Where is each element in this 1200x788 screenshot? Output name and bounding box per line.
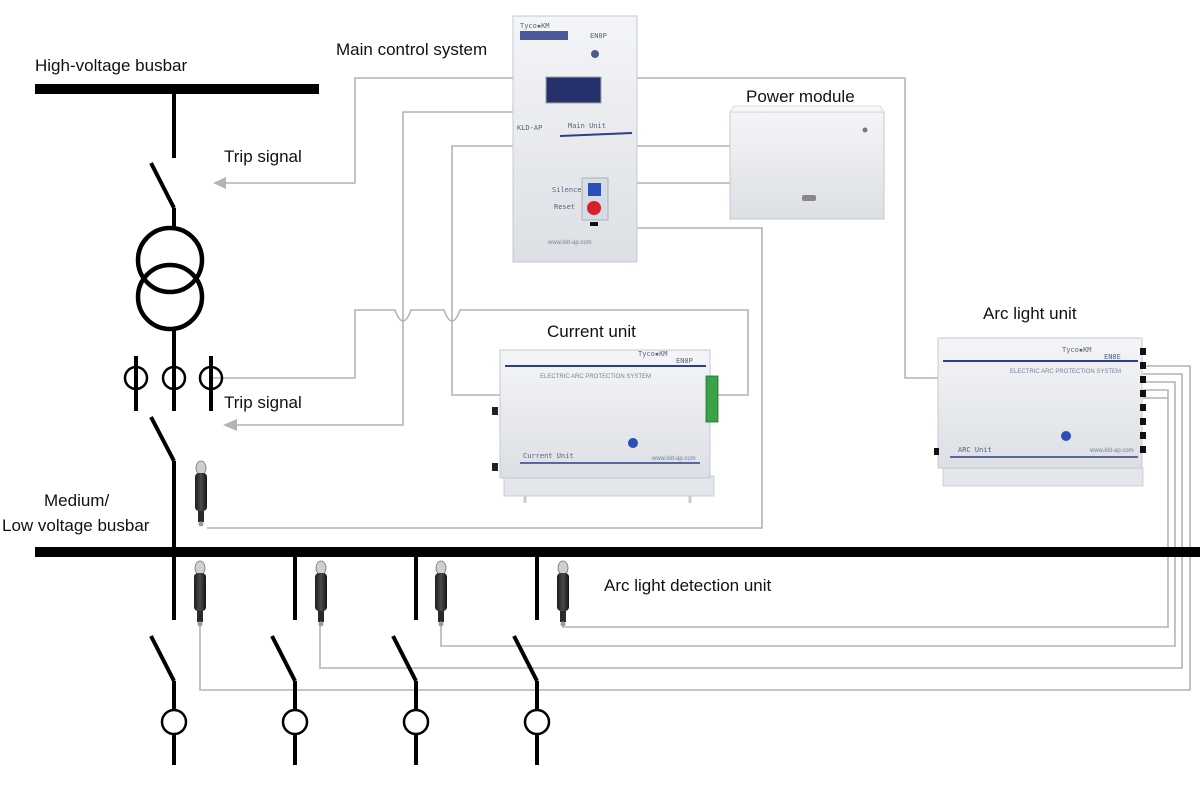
arc-unit-knob-icon[interactable] [1061, 431, 1071, 441]
main-unit-panel-title: Main Unit [568, 122, 606, 130]
label-current-unit: Current unit [547, 322, 636, 341]
main-unit-indicator-icon [591, 50, 599, 58]
label-power-module: Power module [746, 87, 855, 106]
arc-sensor-feeder-4 [556, 560, 570, 627]
arc-unit-sensor-ports [1140, 348, 1146, 453]
current-unit-terminal-block [705, 375, 719, 423]
current-unit-knob-icon[interactable] [628, 438, 638, 448]
arc-unit-brand: Tyco▪KM [1062, 346, 1092, 354]
current-transformer-a [123, 365, 149, 391]
current-unit-brand: Tyco▪KM [638, 350, 668, 358]
current-unit-model-tag: EN8P [676, 357, 693, 365]
main-unit-display [545, 76, 602, 104]
arc-bundle-wire-3 [440, 381, 1176, 647]
trip-signal-wire-upper [225, 77, 513, 184]
current-unit-name: Current Unit [523, 452, 574, 460]
label-main-control-system: Main control system [336, 40, 487, 59]
label-trip-signal-upper: Trip signal [224, 147, 302, 166]
label-medium-low-busbar-line2: Low voltage busbar [2, 516, 150, 535]
arc-sensor-feeder-2 [314, 560, 328, 627]
arc-unit-model-tag: EN8E [1104, 353, 1121, 361]
arc-unit-name: ARC Unit [958, 446, 992, 454]
main-to-current-wire [451, 145, 513, 396]
main-to-arc-wire [637, 77, 940, 379]
silence-button[interactable] [588, 183, 601, 196]
label-high-voltage-busbar: High-voltage busbar [35, 56, 187, 75]
main-control-unit: Tyco▪KM EN8P KLD-AP Main Unit Silence Re… [512, 15, 638, 263]
power-module-connector [802, 195, 816, 201]
arc-sensor-feeder-1 [193, 560, 207, 627]
transformer-primary-winding [135, 225, 205, 295]
power-module-led-icon [862, 127, 868, 133]
label-arc-light-unit: Arc light unit [983, 304, 1077, 323]
main-unit-website: www.kld-ap.com [547, 240, 592, 246]
feeder-3 [391, 557, 430, 765]
current-unit-subtitle: ELECTRIC ARC PROTECTION SYSTEM [540, 374, 651, 380]
current-transformer-b [161, 365, 187, 391]
feeder-2 [270, 557, 309, 765]
feeder-4-ct [523, 708, 551, 736]
current-unit-device: Tyco▪KM EN8P ELECTRIC ARC PROTECTION SYS… [492, 349, 719, 503]
current-unit-website: www.kld-ap.com [651, 456, 696, 462]
label-medium-low-busbar-line1: Medium/ [44, 491, 109, 510]
feeder-1-ct [160, 708, 188, 736]
trip-signal-arrow-upper [213, 177, 226, 189]
feeder-3-ct [402, 708, 430, 736]
lower-breaker-contact [149, 416, 176, 462]
high-voltage-busbar [35, 84, 319, 94]
arc-unit-website: www.kld-ap.com [1089, 448, 1134, 454]
main-unit-brand: Tyco▪KM [520, 22, 550, 30]
feeder-4 [512, 557, 551, 765]
label-arc-light-detection-unit: Arc light detection unit [604, 576, 772, 595]
silence-button-label: Silence [552, 186, 582, 194]
reset-button[interactable] [587, 201, 601, 215]
reset-button-label: Reset [554, 203, 575, 211]
power-circuit [35, 84, 1200, 765]
upper-breaker-contact [149, 162, 176, 209]
label-trip-signal-lower: Trip signal [224, 393, 302, 412]
main-unit-model: KLD-AP [517, 124, 542, 132]
power-module-device [729, 105, 885, 220]
arc-bundle-wire-2 [319, 373, 1183, 669]
main-unit-model-tag: EN8P [590, 32, 607, 40]
arc-unit-subtitle: ELECTRIC ARC PROTECTION SYSTEM [1010, 369, 1121, 375]
medium-low-voltage-busbar [35, 547, 1200, 557]
feeder-1 [149, 557, 188, 765]
feeder-2-ct [281, 708, 309, 736]
arc-sensor-busbar [194, 460, 208, 527]
arc-sensor-feeder-3 [434, 560, 448, 627]
trip-signal-wire-lower [237, 111, 513, 426]
ct-to-current-wire [213, 309, 749, 396]
current-transformer-c [198, 365, 224, 391]
trip-signal-arrow-lower [223, 419, 237, 431]
main-to-busbar-sensor-wire [207, 227, 763, 529]
arc-bundle-wire-1 [199, 365, 1191, 691]
transformer-secondary-winding [135, 262, 205, 332]
arc-light-unit-device: Tyco▪KM EN8E ELECTRIC ARC PROTECTION SYS… [934, 337, 1146, 487]
